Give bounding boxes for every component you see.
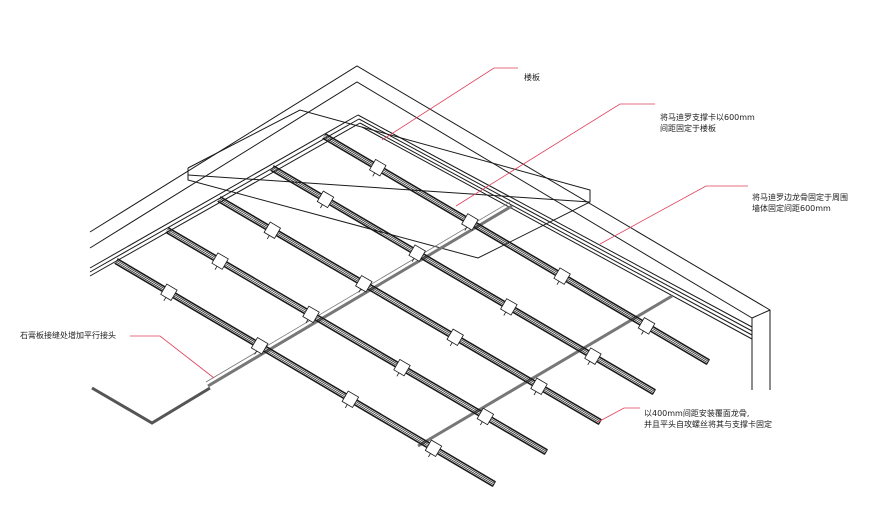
- edge-keel-right-1: [357, 114, 753, 328]
- edge-keel-right-2: [358, 118, 753, 332]
- leader-joint: [130, 335, 215, 379]
- label-edge-keel: 将马迪罗边龙骨固定于周围 墙体固定间距600mm: [752, 193, 848, 213]
- main-keel-end: [652, 389, 656, 395]
- main-keel-end: [492, 481, 496, 487]
- edge-keel-left-2: [89, 118, 360, 273]
- support-clip-tab: [214, 266, 218, 270]
- leader-slab: [381, 67, 518, 141]
- label-keel-spacing: 以400mm间距安装覆面龙骨, 并且平头自攻螺丝将其与支撑卡固定: [644, 409, 772, 429]
- parallel-joint-member: [207, 204, 513, 388]
- support-clip-tab: [372, 172, 376, 177]
- support-clip: [637, 317, 656, 335]
- support-clip: [476, 407, 495, 426]
- support-clip-tab: [344, 404, 348, 409]
- support-clip-tab: [464, 226, 468, 231]
- parallel-joint-member-2: [417, 294, 673, 448]
- leader-clip: [455, 103, 655, 207]
- support-clip: [446, 328, 464, 347]
- support-clip-tab: [587, 361, 591, 365]
- support-clip-tab: [320, 204, 323, 209]
- support-clip-tab: [479, 421, 483, 426]
- support-clip-tab: [533, 391, 537, 396]
- edge-keel-right-3: [359, 122, 753, 336]
- support-clip-tab: [266, 235, 270, 240]
- label-slab: 楼板: [524, 73, 540, 82]
- support-clip-tab: [163, 297, 167, 302]
- support-clip: [424, 439, 443, 458]
- support-clip-tab: [396, 372, 400, 377]
- support-clip: [408, 244, 426, 262]
- parallel-joint-member-edge: [205, 201, 511, 383]
- support-clip: [250, 336, 269, 355]
- support-clip-tab: [358, 288, 362, 293]
- support-clip-tab: [428, 453, 431, 458]
- support-clip: [584, 347, 602, 365]
- leader-keel-spacing: [597, 407, 640, 423]
- label-joint: 石膏板接缝处增加平行接头: [20, 331, 116, 340]
- wall-corner-section: [91, 386, 211, 425]
- wall-top-joint: [751, 309, 771, 319]
- support-clip: [316, 190, 335, 209]
- support-clip: [500, 298, 518, 316]
- support-clip: [461, 213, 479, 231]
- support-clip-tab: [305, 319, 309, 324]
- label-clip: 将马迪罗支撑卡以600mm 间距固定于楼板: [660, 113, 755, 133]
- slab-cut-line: [187, 174, 591, 203]
- support-clip-tab: [411, 258, 415, 262]
- support-clip: [553, 267, 571, 285]
- support-clip: [393, 358, 411, 377]
- support-clip-tab: [556, 281, 560, 285]
- support-clip-tab: [503, 311, 507, 316]
- support-clip-tab: [641, 330, 644, 335]
- support-clip: [368, 158, 387, 177]
- support-clip: [263, 221, 282, 239]
- edge-keel-left-1: [89, 114, 359, 269]
- edge-keel-right-4: [361, 126, 753, 340]
- main-keel-end: [544, 449, 548, 455]
- wall-inner-edge: [89, 81, 753, 390]
- support-clip: [530, 377, 548, 396]
- main-keel-end: [706, 359, 710, 365]
- wall-outer-edge: [89, 65, 771, 390]
- support-clip: [341, 390, 360, 409]
- leader-edge-keel: [599, 185, 748, 245]
- support-clip: [211, 252, 229, 270]
- support-clip: [160, 283, 178, 301]
- support-clip: [355, 274, 373, 293]
- support-clip-tab: [254, 350, 257, 355]
- support-clip-tab: [449, 342, 453, 347]
- support-clip: [302, 305, 320, 324]
